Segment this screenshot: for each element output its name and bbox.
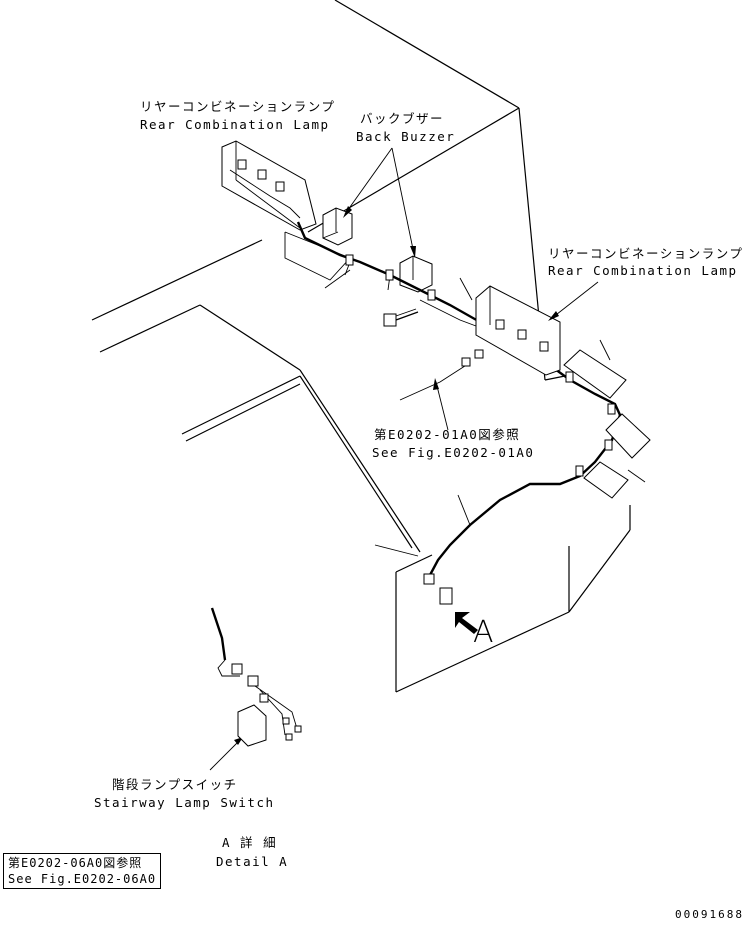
- part-number: 00091688: [675, 908, 744, 921]
- rear-combination-lamp-right-en-label: Rear Combination Lamp: [548, 263, 738, 278]
- view-arrow-a: [455, 612, 478, 634]
- detail-a-jp-label: A 詳 細: [222, 835, 278, 850]
- back-buzzer-right: [399, 255, 433, 293]
- rear-combination-lamp-left-jp-label: リヤーコンビネーションランプ: [140, 99, 336, 114]
- lamp-switch-connector: [423, 573, 453, 605]
- view-marker-a: A: [473, 615, 494, 650]
- see-fig-01a0-jp-label: 第E0202-01A0図参照: [374, 427, 521, 442]
- back-buzzer-jp-label: バックブザー: [360, 111, 445, 126]
- see-fig-06a0-reference-box: 第E0202-06A0図参照 See Fig.E0202-06A0: [3, 853, 162, 889]
- rear-combination-lamp-left-en-label: Rear Combination Lamp: [140, 117, 330, 132]
- see-fig-01a0-en-label: See Fig.E0202-01A0: [372, 445, 535, 460]
- detail-a-en-label: Detail A: [216, 854, 289, 869]
- back-buzzer-left: [322, 207, 353, 246]
- branch-harness: [399, 349, 484, 401]
- rear-combination-lamp-right: [475, 285, 651, 499]
- mounting-bolt: [383, 308, 419, 327]
- stairway-lamp-switch-jp-label: 階段ランプスイッチ: [112, 777, 238, 792]
- machine-body-outline: [91, 0, 646, 693]
- rear-combination-lamp-left: [221, 140, 351, 281]
- stairway-lamp-switch-en-label: Stairway Lamp Switch: [94, 795, 275, 810]
- rear-combination-lamp-right-jp-label: リヤーコンビネーションランプ: [548, 246, 744, 261]
- see-fig-06a0-jp-label: 第E0202-06A0図参照: [8, 856, 143, 870]
- see-fig-06a0-en-label: See Fig.E0202-06A0: [8, 872, 157, 886]
- harness-clamps: [345, 254, 616, 477]
- detail-a-drawing: [210, 607, 302, 747]
- back-buzzer-en-label: Back Buzzer: [356, 129, 456, 144]
